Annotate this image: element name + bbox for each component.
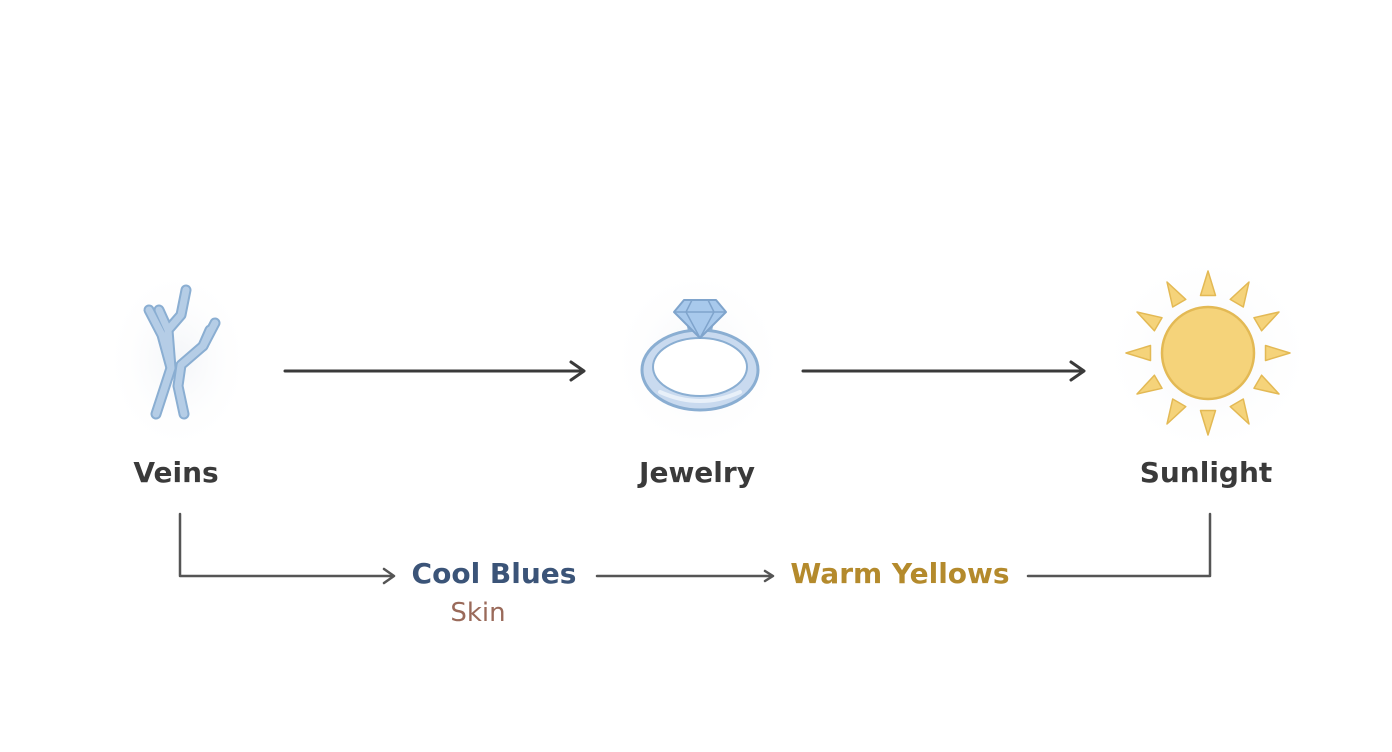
sun-ray [1253,311,1280,332]
node-label-veins: Veins [133,456,219,489]
cool-blues-label: Cool Blues [411,557,577,590]
sun-ray [1136,374,1163,395]
connector-warm-to-sunlight [1026,512,1212,578]
sun-ray [1199,409,1217,436]
warm-yellows-label: Warm Yellows [790,557,1010,590]
sun-icon [1125,270,1291,436]
sun-ray [1125,344,1152,362]
sun-ray [1253,374,1280,395]
sun-ray [1229,398,1250,425]
sun-ray [1166,398,1187,425]
ring-icon [640,299,760,412]
sun-ray [1166,281,1187,308]
sun-ray [1199,270,1217,297]
node-label-sunlight: Sunlight [1139,456,1273,489]
connector-veins-to-cool-blues [178,512,396,585]
sun-ray [1264,344,1291,362]
veins-icon [143,284,221,420]
arrow-veins-to-jewelry [283,360,586,382]
arrow-jewelry-to-sunlight [801,360,1086,382]
connector-cool-to-warm [595,569,775,583]
skin-label: Skin [450,598,506,628]
veins-backdrop [103,265,253,455]
sun-ray [1136,311,1163,332]
node-label-jewelry: Jewelry [639,456,755,489]
sun-ray [1229,281,1250,308]
